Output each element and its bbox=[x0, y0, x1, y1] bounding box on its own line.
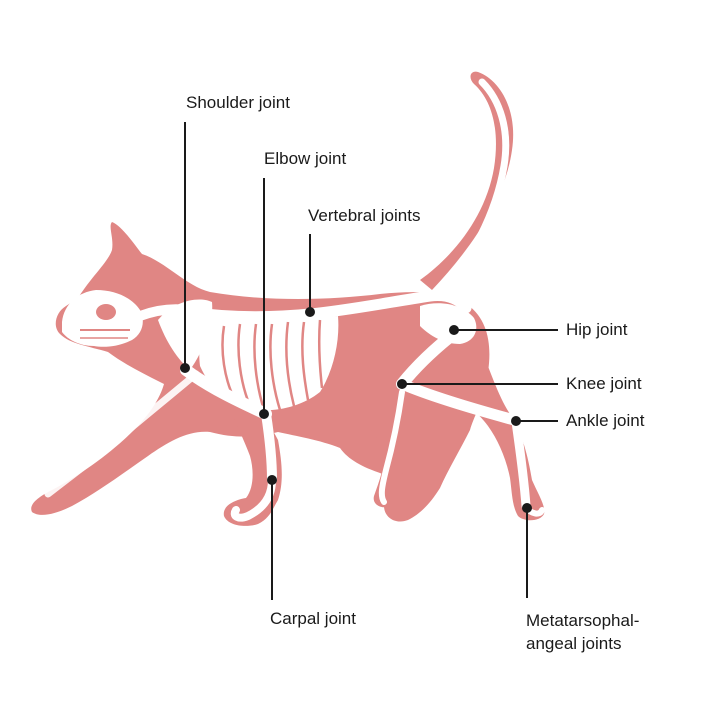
ankle-joint-label: Ankle joint bbox=[566, 411, 645, 430]
carpal-joint-dot bbox=[267, 475, 277, 485]
knee-joint-label: Knee joint bbox=[566, 374, 642, 393]
metatarsophalangeal-joints-label-line2: angeal joints bbox=[526, 634, 622, 653]
hip-joint-label: Hip joint bbox=[566, 320, 628, 339]
metatarsophalangeal-joints-label-line1: Metatarsophal- bbox=[526, 611, 640, 630]
spine bbox=[182, 290, 472, 323]
hip-joint-dot bbox=[449, 325, 459, 335]
leader-lines bbox=[184, 122, 558, 600]
metatarsophalangeal-joint-dot bbox=[522, 503, 532, 513]
shoulder-joint-dot bbox=[180, 363, 190, 373]
knee-joint-dot bbox=[397, 379, 407, 389]
joint-markers bbox=[180, 307, 532, 513]
vertebral-joints-label: Vertebral joints bbox=[308, 206, 421, 225]
elbow-joint-label: Elbow joint bbox=[264, 149, 347, 168]
tail-bones bbox=[438, 78, 510, 296]
vertebral-joint-dot bbox=[305, 307, 315, 317]
ankle-joint-dot bbox=[511, 416, 521, 426]
pelvis bbox=[420, 303, 477, 344]
elbow-joint-dot bbox=[259, 409, 269, 419]
carpal-joint-label: Carpal joint bbox=[270, 609, 356, 628]
shoulder-joint-label: Shoulder joint bbox=[186, 93, 290, 112]
